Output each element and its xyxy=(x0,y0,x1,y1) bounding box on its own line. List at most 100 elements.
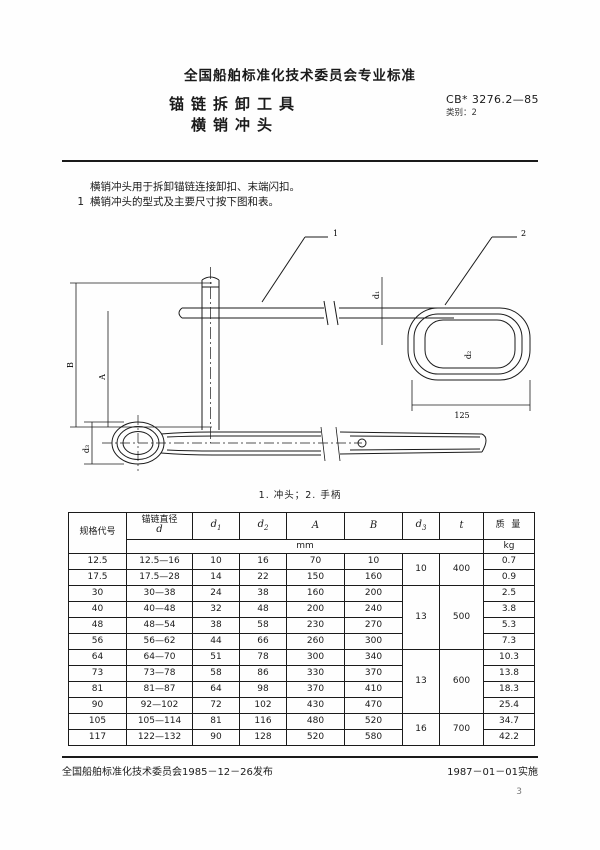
specification-table: 规格代号 锚链直径 d d1 d2 A B d3 t 质 量 mm kg xyxy=(68,512,535,746)
cell-mass: 34.7 xyxy=(483,713,535,730)
plan-break-2 xyxy=(335,426,341,462)
unit-kg-cell: kg xyxy=(483,539,535,554)
plan-shank-top-inner-b xyxy=(349,435,481,438)
cell-d2: 66 xyxy=(239,633,287,650)
cell-d3: 10 xyxy=(402,553,440,586)
table-header-row: 规格代号 锚链直径 d d1 d2 A B d3 t 质 量 xyxy=(68,512,535,554)
cell-t: 700 xyxy=(439,713,484,746)
dim-label-A: A xyxy=(98,374,107,381)
plan-shank-bottom-b xyxy=(339,451,483,455)
header-divider-rule xyxy=(62,160,538,162)
cell-B: 10 xyxy=(344,553,403,570)
cell-mass: 0.9 xyxy=(483,569,535,586)
cell-chain-diameter: 12.5—16 xyxy=(126,553,193,570)
cell-mass: 42.2 xyxy=(483,729,535,746)
cell-d1: 90 xyxy=(192,729,240,746)
cell-d1: 10 xyxy=(192,553,240,570)
cell-B: 580 xyxy=(344,729,403,746)
cell-chain-diameter: 40—48 xyxy=(126,601,193,618)
cell-A: 150 xyxy=(286,569,345,586)
cell-d2: 102 xyxy=(239,697,287,714)
clause-number: 1 xyxy=(77,196,84,208)
d1-subscript: 1 xyxy=(216,523,222,532)
cell-d2: 38 xyxy=(239,585,287,602)
dim-label-d1: d₁ xyxy=(372,291,381,299)
col-header-d1: d1 xyxy=(192,512,240,540)
issuing-organization-line: 全国船舶标准化技术委员会专业标准 xyxy=(184,68,416,84)
d1-symbol: d xyxy=(210,518,217,530)
clause-text: 横销冲头的型式及主要尺寸按下图和表。 xyxy=(90,196,279,208)
chain-diameter-symbol: d xyxy=(156,524,163,536)
cell-mass: 5.3 xyxy=(483,617,535,634)
cell-B: 270 xyxy=(344,617,403,634)
cell-mass: 0.7 xyxy=(483,553,535,570)
cell-B: 470 xyxy=(344,697,403,714)
footer-divider-rule xyxy=(62,756,538,758)
cell-mass: 2.5 xyxy=(483,585,535,602)
cell-d3: 13 xyxy=(402,585,440,650)
cell-mass: 18.3 xyxy=(483,681,535,698)
handle-loop-mid xyxy=(413,313,523,375)
col-header-chain-diameter: 锚链直径 d xyxy=(126,512,193,540)
cell-d3: 13 xyxy=(402,649,440,714)
cell-A: 480 xyxy=(286,713,345,730)
leader-line-2 xyxy=(444,236,493,306)
cell-B: 340 xyxy=(344,649,403,666)
cell-d1: 24 xyxy=(192,585,240,602)
cell-d2: 48 xyxy=(239,601,287,618)
cell-code: 12.5 xyxy=(68,553,127,570)
plan-pin-circle xyxy=(357,438,367,448)
cell-A: 430 xyxy=(286,697,345,714)
cell-d1: 38 xyxy=(192,617,240,634)
technical-drawing: 1 2 B A d₁ d₂ d₃ 125 xyxy=(62,215,538,485)
plan-shank-top-a xyxy=(160,431,321,435)
break-mark-2 xyxy=(333,300,339,326)
cell-A: 520 xyxy=(286,729,345,746)
col-header-d3: d3 xyxy=(402,512,440,540)
plan-shank-end-cap xyxy=(481,433,487,453)
cell-code: 117 xyxy=(68,729,127,746)
handle-loop-outer xyxy=(407,307,531,381)
cell-d2: 58 xyxy=(239,617,287,634)
cell-t: 600 xyxy=(439,649,484,714)
cell-t: 400 xyxy=(439,553,484,586)
cell-d2: 116 xyxy=(239,713,287,730)
page-number: 3 xyxy=(516,787,522,797)
footer-effective-date: 1987－01－01实施 xyxy=(447,767,538,778)
break-mark-1 xyxy=(323,300,329,326)
intro-line-2: 1 横销冲头的型式及主要尺寸按下图和表。 xyxy=(62,195,538,210)
cell-mass: 25.4 xyxy=(483,697,535,714)
specification-table-container: 规格代号 锚链直径 d d1 d2 A B d3 t 质 量 mm kg xyxy=(68,512,535,746)
cell-A: 230 xyxy=(286,617,345,634)
callout-label-1: 1 xyxy=(333,229,338,238)
cell-mass: 7.3 xyxy=(483,633,535,650)
cell-d2: 86 xyxy=(239,665,287,682)
dim-label-d3: d₃ xyxy=(82,445,91,453)
cell-mass: 10.3 xyxy=(483,649,535,666)
cell-mass: 3.8 xyxy=(483,601,535,618)
dim-label-B: B xyxy=(66,362,75,368)
col-header-A: A xyxy=(286,512,345,540)
cell-code: 56 xyxy=(68,633,127,650)
cell-code: 17.5 xyxy=(68,569,127,586)
cell-code: 30 xyxy=(68,585,127,602)
cell-B: 300 xyxy=(344,633,403,650)
cell-code: 90 xyxy=(68,697,127,714)
cell-chain-diameter: 48—54 xyxy=(126,617,193,634)
cell-d1: 51 xyxy=(192,649,240,666)
cell-B: 370 xyxy=(344,665,403,682)
cell-B: 200 xyxy=(344,585,403,602)
cell-d3: 16 xyxy=(402,713,440,746)
standard-number: CB* 3276.2—85 xyxy=(446,93,539,106)
drawing-svg: 1 2 B A d₁ d₂ d₃ 125 xyxy=(66,229,531,471)
cell-B: 160 xyxy=(344,569,403,586)
cell-B: 410 xyxy=(344,681,403,698)
cell-code: 48 xyxy=(68,617,127,634)
